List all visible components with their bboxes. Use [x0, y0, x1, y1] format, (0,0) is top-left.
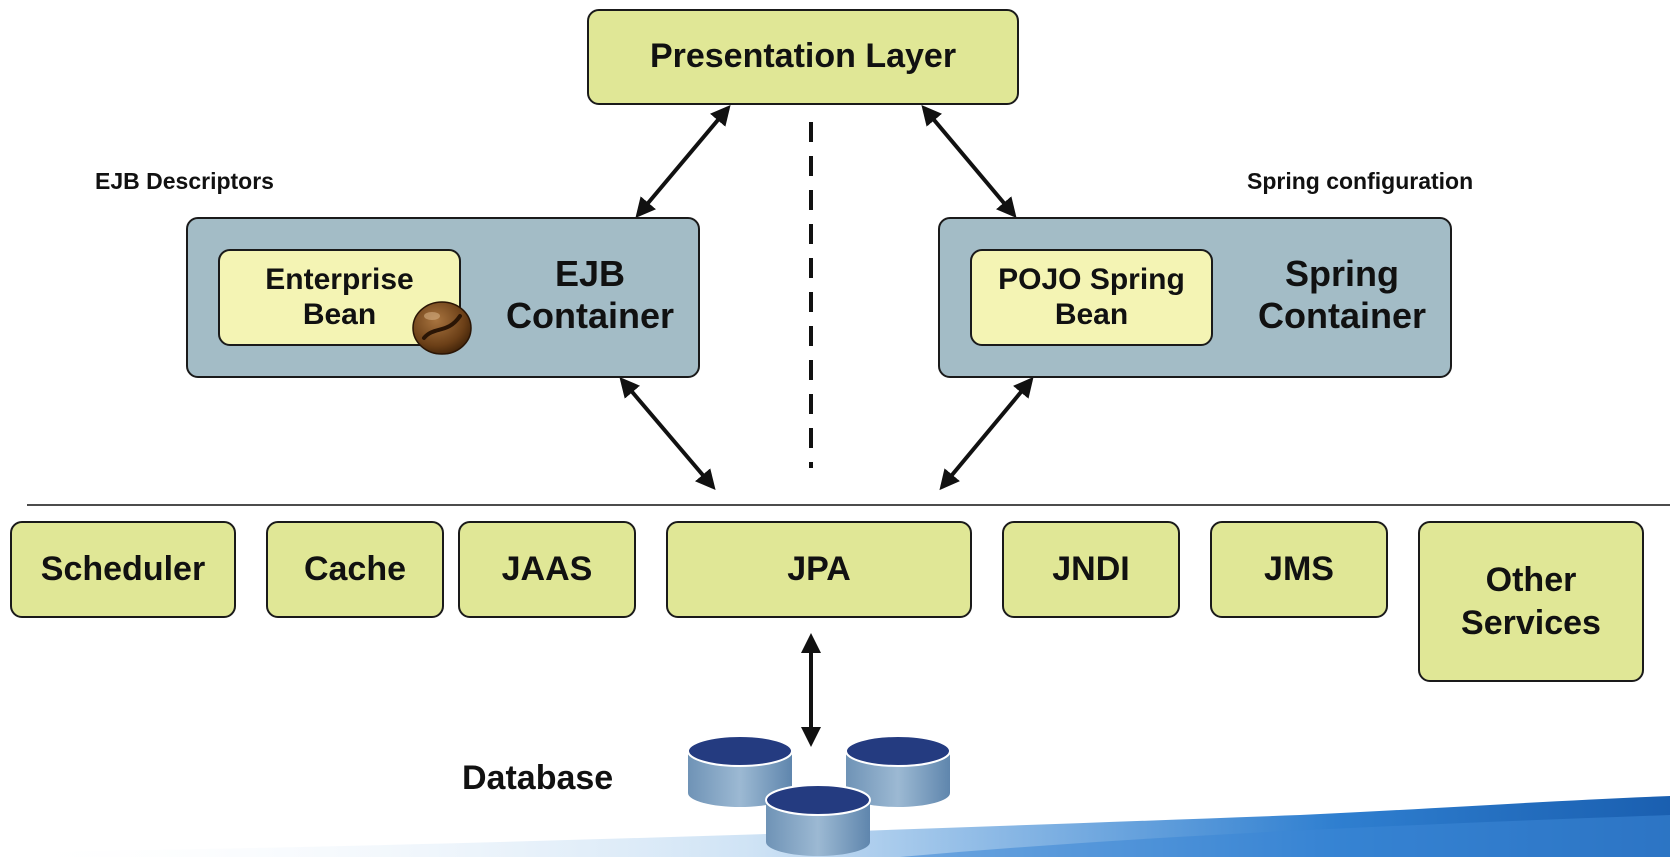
coffee-bean-icon [412, 301, 472, 355]
pojo-spring-bean-box: POJO Spring Bean [970, 249, 1213, 346]
pojo-spring-bean-line2: Bean [1054, 297, 1129, 331]
arrow-presentation-spring [921, 104, 1017, 219]
other-services-box: Other Services [1418, 521, 1644, 682]
jms-service-box: JMS [1210, 521, 1388, 618]
jaas-label: JAAS [501, 549, 593, 588]
enterprise-bean-line2: Bean [302, 297, 377, 331]
db-cylinder-front [765, 784, 871, 856]
jms-label: JMS [1264, 549, 1334, 588]
enterprise-bean-box: Enterprise Bean [218, 249, 461, 346]
db-cylinder-left [687, 735, 793, 807]
ejb-container-line1: EJB [554, 253, 626, 294]
jpa-label: JPA [787, 549, 851, 588]
other-services-line2: Services [1461, 603, 1601, 642]
database-cylinders-icon [687, 735, 951, 856]
presentation-layer-box: Presentation Layer [587, 9, 1019, 105]
presentation-layer-label: Presentation Layer [649, 37, 957, 76]
enterprise-bean-line1: Enterprise [265, 263, 414, 296]
spring-container-line1: Spring [1285, 253, 1399, 294]
arrow-presentation-ejb [635, 104, 731, 219]
spring-configuration-label: Spring configuration [1247, 168, 1474, 194]
jpa-service-box: JPA [666, 521, 972, 618]
db-cylinder-right [845, 735, 951, 807]
jaas-service-box: JAAS [458, 521, 636, 618]
ejb-descriptors-label: EJB Descriptors [95, 168, 274, 194]
database-label: Database [462, 759, 614, 797]
spring-container-line2: Container [1257, 295, 1426, 337]
scheduler-label: Scheduler [40, 549, 206, 588]
jndi-label: JNDI [1052, 549, 1130, 588]
other-services-line1: Other [1485, 561, 1577, 599]
spring-container-title: Spring Container [1237, 253, 1447, 338]
arrow-ejb-services [619, 376, 716, 491]
decorative-swoosh-light [900, 815, 1670, 857]
jndi-service-box: JNDI [1002, 521, 1180, 618]
ejb-container-title: EJB Container [490, 253, 690, 338]
cache-label: Cache [303, 549, 407, 588]
arrow-spring-services [939, 376, 1034, 491]
pojo-spring-bean-line1: POJO Spring [998, 263, 1185, 296]
ejb-container-line2: Container [505, 295, 674, 337]
cache-service-box: Cache [266, 521, 444, 618]
scheduler-service-box: Scheduler [10, 521, 236, 618]
